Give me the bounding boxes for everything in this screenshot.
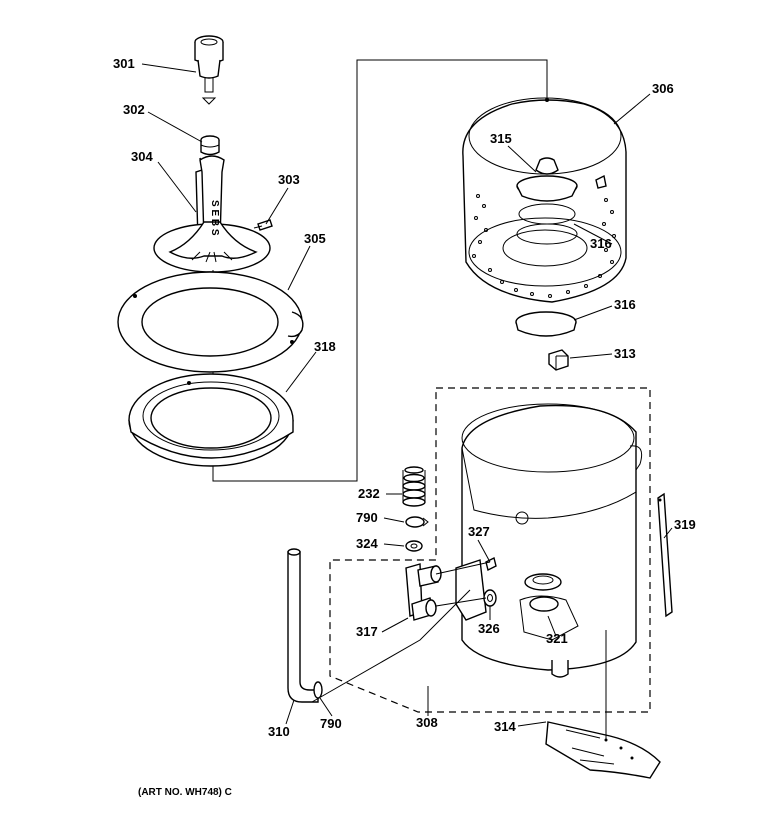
label-319: 319 — [674, 517, 696, 532]
label-306: 306 — [652, 81, 674, 96]
outer-tub-part — [455, 403, 643, 678]
hose-clamp-upper-part — [405, 516, 429, 528]
tub-assembly-boundary — [329, 387, 651, 713]
basket-lower-ring-part — [515, 311, 577, 337]
label-321: 321 — [546, 631, 568, 646]
tub-cover-part — [128, 373, 294, 467]
tub-ring-part — [117, 271, 304, 373]
label-305: 305 — [304, 231, 326, 246]
label-317: 317 — [356, 624, 378, 639]
label-303: 303 — [278, 172, 300, 187]
label-308: 308 — [416, 715, 438, 730]
label-310: 310 — [268, 724, 290, 739]
hose-clamp-lower-part — [313, 681, 323, 699]
basket-hub-part — [516, 157, 578, 245]
tub-shield-part — [545, 721, 661, 779]
label-313: 313 — [614, 346, 636, 361]
label-302: 302 — [123, 102, 145, 117]
agitator-embossed-text: S E B S — [209, 200, 220, 236]
art-number-caption: (ART NO. WH748) C — [138, 787, 232, 798]
pump-hose-connector-part — [405, 563, 442, 621]
label-301: 301 — [113, 56, 135, 71]
label-326: 326 — [478, 621, 500, 636]
label-316-lower: 316 — [614, 297, 636, 312]
label-790-upper: 790 — [356, 510, 378, 525]
label-318: 318 — [314, 339, 336, 354]
label-316-upper: 316 — [590, 236, 612, 251]
agitator-cam-part — [200, 135, 220, 156]
agitator-part: S E B S — [153, 155, 271, 462]
label-304: 304 — [131, 149, 153, 164]
label-315: 315 — [490, 131, 512, 146]
label-327: 327 — [468, 524, 490, 539]
basket-perforations — [472, 194, 616, 298]
agitator-cap-part — [194, 35, 224, 105]
label-790-lower: 790 — [320, 716, 342, 731]
leader-lines — [141, 63, 673, 740]
agitator-to-basket-link — [212, 59, 548, 482]
label-232: 232 — [358, 486, 380, 501]
agitator-screw-part — [253, 219, 273, 231]
part-labels: 301 302 304 303 305 318 306 315 316 316 … — [113, 56, 696, 739]
clip-part — [548, 349, 569, 371]
gasket-part — [405, 540, 423, 552]
label-324: 324 — [356, 536, 378, 551]
drain-hose-part — [287, 548, 319, 703]
label-314: 314 — [494, 719, 516, 734]
screw-part — [485, 556, 497, 572]
tub-strip-part — [657, 492, 673, 618]
hose-spring-part — [402, 466, 426, 507]
